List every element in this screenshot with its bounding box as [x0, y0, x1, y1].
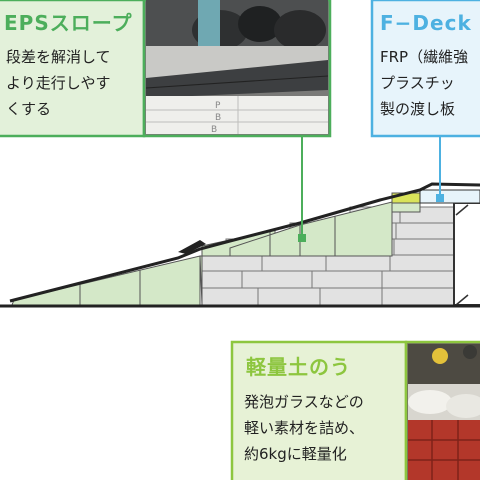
- eps-callout-line-3: くする: [6, 100, 51, 118]
- slope-edge: [178, 240, 206, 254]
- photo-mark-b1: B: [215, 113, 221, 123]
- soil-callout: 軽量土のう 発泡ガラスなどの 軽い素材を詰め、 約6kgに軽量化: [230, 340, 480, 480]
- soil-callout-line-2: 軽い素材を詰め、: [244, 419, 364, 437]
- right-block: [453, 202, 480, 306]
- soil-callout-line-1: 発泡ガラスなどの: [244, 393, 364, 411]
- soil-callout-title: 軽量土のう: [246, 355, 351, 379]
- eps-slope-photo: P B B: [142, 0, 332, 138]
- lightweight-sandbag-photo: [404, 340, 480, 480]
- soil-callout-line-3: 約6kgに軽量化: [244, 445, 347, 463]
- fdeck-callout-title: F−Deck: [380, 11, 472, 35]
- fdeck-callout-line-1: FRP（繊維強: [380, 48, 468, 66]
- eps-callout: EPSスロープ 段差を解消して より走行しやす くする P B B: [0, 0, 332, 242]
- soil-callout-box: [230, 340, 408, 480]
- fdeck-callout-line-2: プラスチッ: [380, 74, 455, 92]
- green-eps-slope: [11, 195, 421, 306]
- fdeck-callout: F−Deck FRP（繊維強 プラスチッ 製の渡し板: [370, 0, 480, 202]
- eps-callout-line-2: より走行しやす: [6, 74, 111, 92]
- photo-mark-b2: B: [211, 125, 217, 135]
- cross-section: [0, 182, 480, 308]
- f-deck-plate: [419, 189, 480, 204]
- eps-leader-square: [298, 234, 306, 242]
- eps-callout-line-1: 段差を解消して: [6, 48, 111, 66]
- fdeck-callout-box: [370, 0, 480, 138]
- photo-mark-p: P: [215, 101, 221, 111]
- slope-surface-line: [9, 182, 480, 303]
- eps-callout-title: EPSスロープ: [4, 11, 133, 35]
- gray-block-stack: [201, 206, 455, 306]
- fdeck-leader-square: [436, 194, 444, 202]
- fdeck-callout-line-3: 製の渡し板: [380, 100, 455, 118]
